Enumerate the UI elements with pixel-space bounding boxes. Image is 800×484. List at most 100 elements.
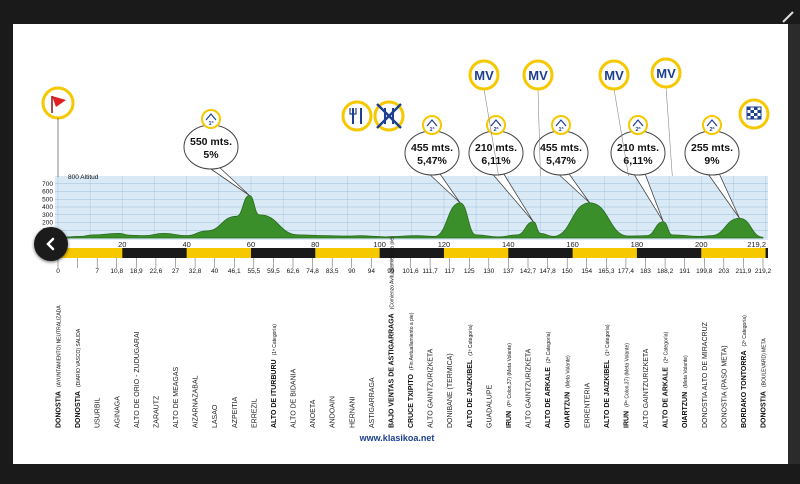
waypoint-name-text: DONOSTIA (PASO META) [721,345,728,428]
waypoint-name: IRUN(Pº Colon,37) (Meta Volante) [506,343,513,428]
waypoint-name: IRUN(Pº Colon,37) (Meta Volante) [623,343,630,428]
waypoint-km: 165,3 [598,268,615,275]
waypoint-name-text: ALTO GAINTZURIZKETA [428,348,435,428]
mountain-peak-icon: 1ª [422,115,442,135]
peak-shape [205,113,217,121]
crossed-fork-knife-icon [373,100,405,132]
distance-tick: 160 [566,240,579,249]
waypoint-name-text: ANDOAIN [330,396,337,428]
waypoint-km: 191 [679,268,690,275]
waypoint-name-text: DONOSTIA ALTO DE MIRACRUZ [702,321,709,428]
mountain-peak-icon: 2ª [486,115,506,135]
waypoint-name: OIARTZUN(Meta Volante) [565,355,572,428]
waypoint-name: ZARAUTZ [153,395,160,428]
waypoint-name: ALTO DE ARKALE (2ª Categoría) [545,331,552,428]
waypoint-name: ANDOAIN [330,396,337,428]
waypoint-note: (BOULEVARD) META [762,338,768,387]
climb-altitude: 550 mts. [190,136,232,148]
website-link[interactable]: www.klasikoa.net [359,433,435,443]
mv-label: MV [604,68,624,83]
waypoint-name: ALTO DE BIDANIA [291,368,298,428]
waypoint-note: (1ª Categoría) [605,324,611,356]
waypoint-name: AGINAGA [114,396,121,428]
meta-volante-badges: MV MV MV MV [468,57,682,177]
waypoint-name: ALTO DE JAIZKIBEL(1ª Categoría) [604,324,611,428]
meta-volante-badge: MV [522,59,554,177]
back-button[interactable] [34,227,68,261]
meta-volante-badge: MV [650,57,682,177]
waypoint-name-text: ALTO DE ORIO - ZUDUGARAI [134,331,141,428]
waypoint-note: (2ª Categoría) [546,331,552,363]
waypoint-km: 142,7 [520,268,537,275]
waypoint-name: ALTO GAINTZURIZKETA [643,348,650,428]
distance-tick: 100 [373,240,386,249]
waypoint-name: BAJO VENTAS DE ASTIGARRAGA(Comienzo Avit… [388,236,395,428]
mv-label: MV [474,68,494,83]
climb-gradient: 9% [704,155,720,167]
elevation-unit-label: 800 Altitud [68,174,99,181]
waypoint-name: DONOSTIA ALTO DE MIRACRUZ [702,321,709,428]
waypoint-name: ALTO DE ARKALE (2ª Categoría) [663,331,670,428]
waypoint-name-text: IRUN [506,411,513,428]
climb-altitude: 255 mts. [691,142,733,154]
climb-gradient: 6,11% [623,155,653,167]
waypoint-name: ERRENTERIA [584,383,591,428]
waypoint-km: 211,9 [736,268,752,275]
axis-bar-segment [701,248,766,258]
waypoint-name-text: DONOSTIA [56,391,63,428]
waypoint-name: ASTIGARRAGA [369,377,376,428]
waypoint-note: (Meta Volante) [683,355,689,388]
distance-tick: 120 [438,240,451,249]
climb-gradient: 5,47% [417,155,447,167]
waypoint-km: 125 [464,268,475,275]
waypoint-km: 94 [368,268,376,275]
waypoint-note: (Fin Avituallamiento a pie) [409,312,415,370]
waypoint-note: (1ª Categoría) [468,324,474,356]
distance-tick: 20 [118,240,126,249]
waypoint-name-text: BAJO VENTAS DE ASTIGARRAGA [388,313,395,428]
waypoint-note: (2ª Categoría) [742,315,748,347]
peak-ring [486,115,506,135]
climb-gradient: 5,47% [546,155,576,167]
waypoint-km: 27 [172,268,180,275]
mv-label: MV [656,66,676,81]
waypoint-km: 18,9 [130,268,143,275]
mv-ring [468,59,500,91]
waypoint-name-text: ANOETA [310,399,317,428]
waypoint-name-text: ALTO DE ARKALE [545,367,552,428]
waypoint-km: 83,5 [326,268,339,275]
peak-ring [422,115,442,135]
waypoint-km: 40 [211,268,219,275]
climb-altitude: 455 mts. [411,142,453,154]
waypoint-name-text: ALTO DE ARKALE [663,367,670,428]
climb-category: 1ª [558,126,564,133]
waypoint-note: (2ª Categoría) [664,331,670,363]
waypoint-name: BORDAKO TONTORRA(2ª Categoría) [741,315,748,428]
elevation-tick: 600 [42,189,53,196]
waypoint-km: 150 [562,268,573,275]
climb-category: 2ª [493,126,499,133]
waypoint-name-text: ALTO DE ITURBURU [271,359,278,428]
waypoint-name: ANOETA [310,399,317,428]
elevation-tick: 200 [42,220,53,227]
distance-tick: 140 [502,240,515,249]
waypoint-km: 203 [718,268,729,275]
waypoint-km: 55,5 [248,268,261,275]
meta-volante-badge: MV [468,59,500,177]
waypoint-km: 137 [503,268,514,275]
waypoint-km: 147,8 [539,268,556,275]
peak-shape [706,119,718,127]
right-scrollbar[interactable] [788,24,800,464]
peak-ring [201,109,221,129]
waypoint-note: (Pº Colon,37) (Meta Volante) [624,343,630,407]
peak-shape [632,119,644,127]
waypoint-km: 177,4 [618,268,635,275]
waypoint-note: (Meta Volante) [566,355,572,388]
distance-tick-end: 219,2 [747,240,766,249]
waypoint-km: 0 [56,268,60,275]
